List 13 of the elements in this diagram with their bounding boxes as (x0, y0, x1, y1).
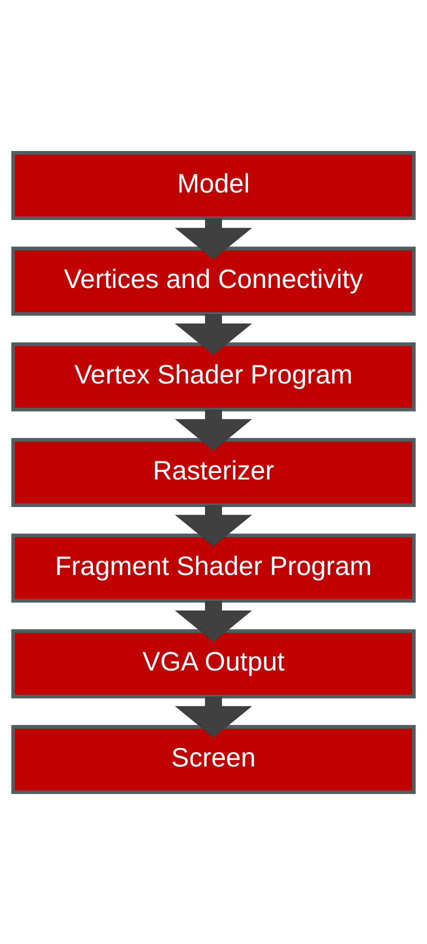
node-box: Rasterizer (11, 438, 416, 506)
node-box: Screen (11, 724, 416, 794)
node-box: Vertices and Connectivity (11, 246, 416, 316)
node-box: Model (11, 150, 416, 220)
arrow (174, 696, 252, 738)
node-box: Fragment Shader Program (11, 533, 416, 602)
arrow (174, 218, 252, 259)
arrow (174, 313, 252, 355)
arrow (174, 504, 252, 546)
node-box: VGA Output (11, 628, 416, 698)
arrow (174, 600, 252, 642)
node-box: Vertex Shader Program (11, 342, 416, 411)
arrow (174, 409, 252, 450)
